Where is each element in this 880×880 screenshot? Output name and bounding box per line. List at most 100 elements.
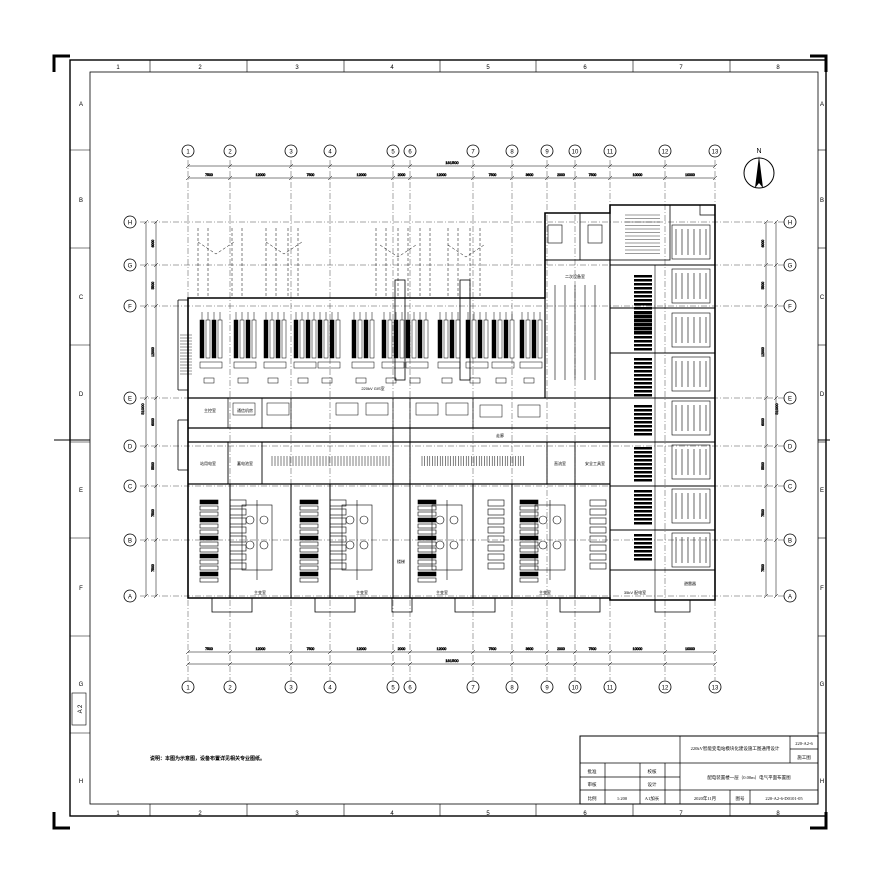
svg-text:8: 8 <box>510 149 514 155</box>
dim-span-bottom-4: 2000 <box>398 647 406 651</box>
tb-scale-code: 220-A2-6 <box>795 741 813 746</box>
dim-span-bottom-2: 7500 <box>307 647 315 651</box>
dim-total-bottom: 181500 <box>445 658 459 663</box>
dim-span-right-1: 5500 <box>761 282 765 290</box>
dim-span-top-2: 7500 <box>307 173 315 177</box>
side-tag-box <box>71 692 87 726</box>
axis-bubble-E-left <box>123 391 137 405</box>
border-row-right-E: E <box>820 488 824 494</box>
axis-bubble-B-right <box>783 533 797 547</box>
dim-span-left-6: 7500 <box>151 564 155 572</box>
border-col-top-1: 1 <box>116 65 120 71</box>
room-tr-2: 主变室 <box>356 589 368 595</box>
building-outline <box>187 204 716 601</box>
border-row-left-A: A <box>79 102 83 108</box>
switchgear-3 <box>671 312 711 348</box>
dim-span-bottom-9: 7500 <box>589 647 597 651</box>
tb-stage: 施工图 <box>797 754 811 761</box>
svg-text:A: A <box>788 594 792 600</box>
svg-text:13: 13 <box>712 685 719 691</box>
dim-span-left-0: 6000 <box>151 240 155 248</box>
border-col-top-4: 4 <box>390 65 394 71</box>
axis-bubble-6-bottom <box>403 680 417 694</box>
room-gis: 220kV GIS室 <box>361 385 384 391</box>
border-row-right-F: F <box>820 586 824 592</box>
switchgear-7 <box>671 488 711 524</box>
dim-span-top-6: 7500 <box>489 173 497 177</box>
room-relay: 二次设备室 <box>565 273 585 279</box>
border-col-bottom-5: 5 <box>486 811 490 817</box>
axis-bubble-10-top <box>568 144 582 158</box>
axis-bubble-2-bottom <box>223 680 237 694</box>
dim-span-bottom-8: 2000 <box>557 647 565 651</box>
transformer-bay-3 <box>417 499 505 583</box>
svg-text:7: 7 <box>471 149 475 155</box>
axis-bubble-3-bottom <box>284 680 298 694</box>
dim-span-top-1: 12000 <box>256 173 266 177</box>
dim-span-bottom-11: 10000 <box>685 647 695 651</box>
border-row-left-H: H <box>79 779 83 785</box>
axis-bubble-A-right <box>783 589 797 603</box>
border-col-bottom-2: 2 <box>198 811 202 817</box>
axis-bubble-12-top <box>658 144 672 158</box>
room-lv-3: 直流室 <box>554 460 566 466</box>
tb-sheet-size: A1加长 <box>645 795 660 802</box>
room-control-1: 主控室 <box>204 407 216 413</box>
tb-role-2: 审核 <box>588 781 597 788</box>
axis-bubble-1-top <box>181 144 195 158</box>
room-lv-4: 安全工具室 <box>585 460 605 466</box>
border-col-bottom-3: 3 <box>295 811 299 817</box>
bus-duct-1 <box>394 279 406 381</box>
axis-bubble-D-left <box>123 439 137 453</box>
svg-text:8: 8 <box>510 685 514 691</box>
switchgear-6 <box>671 444 711 480</box>
title-block-text: 220kV智能变电站模块化建设施工图通用设计 220-A2-6 施工图 批准 审… <box>588 741 814 802</box>
axis-bubble-11-top <box>603 144 617 158</box>
dim-span-bottom-1: 12000 <box>256 647 266 651</box>
gis-bay-2 <box>233 312 257 384</box>
cable-trays <box>271 456 524 466</box>
svg-text:1: 1 <box>186 685 190 691</box>
border-row-right-A: A <box>820 102 824 108</box>
axis-bubble-4-top <box>323 144 337 158</box>
dim-span-top-10: 10000 <box>633 173 643 177</box>
dim-span-right-6: 7500 <box>761 564 765 572</box>
axis-bubble-H-right <box>783 215 797 229</box>
svg-text:9: 9 <box>545 149 549 155</box>
axis-bubble-G-right <box>783 258 797 272</box>
svg-text:B: B <box>128 538 132 544</box>
svg-text:4: 4 <box>328 149 332 155</box>
north-label: N <box>756 148 761 155</box>
svg-text:C: C <box>788 484 793 490</box>
tb-scale-value: 1:200 <box>617 796 628 801</box>
gis-bay-9 <box>437 312 461 384</box>
dim-span-bottom-7: 3600 <box>526 647 534 651</box>
axis-bubble-F-right <box>783 299 797 313</box>
transformer-bay-2 <box>299 499 373 583</box>
dim-total-right: 51000 <box>774 403 779 415</box>
svg-text:3: 3 <box>289 685 293 691</box>
switchgear-8 <box>671 532 711 568</box>
border-col-top-6: 6 <box>583 65 587 71</box>
axis-bubble-7-top <box>466 144 480 158</box>
svg-text:12: 12 <box>662 149 669 155</box>
axis-bubble-3-top <box>284 144 298 158</box>
svg-text:10: 10 <box>572 685 579 691</box>
axis-bubble-4-bottom <box>323 680 337 694</box>
svg-text:12: 12 <box>662 685 669 691</box>
svg-text:10: 10 <box>572 149 579 155</box>
gis-bay-10 <box>465 312 489 384</box>
bus-duct-2 <box>459 279 471 381</box>
border-col-bottom-7: 7 <box>679 811 683 817</box>
dim-span-left-4: 5500 <box>151 462 155 470</box>
axis-bubble-10-bottom <box>568 680 582 694</box>
axis-bubble-11-bottom <box>603 680 617 694</box>
tb-no-label: 图号 <box>736 796 745 802</box>
svg-text:C: C <box>128 484 133 490</box>
svg-text:B: B <box>788 538 792 544</box>
svg-text:4: 4 <box>328 685 332 691</box>
